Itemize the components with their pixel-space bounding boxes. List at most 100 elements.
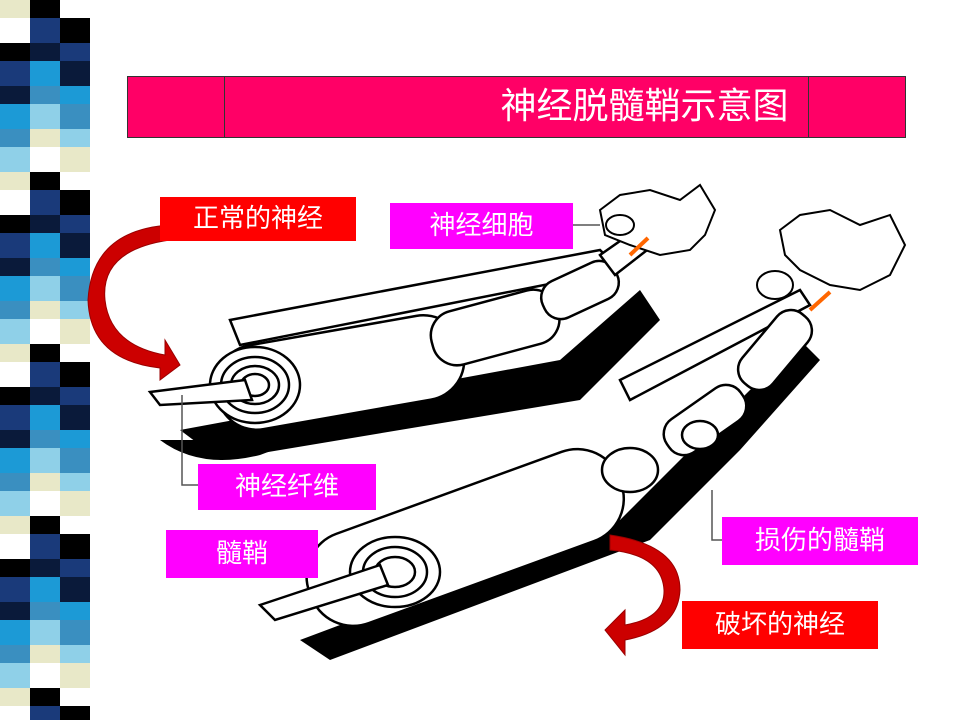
label-myelin: 髓鞘 (166, 530, 318, 578)
strip-block (0, 706, 30, 720)
strip-block (30, 448, 60, 473)
strip-block (30, 430, 60, 448)
title-divider (224, 77, 225, 137)
label-destroyed-nerve: 破坏的神经 (682, 601, 878, 649)
strip-block (60, 301, 90, 319)
strip-block (0, 645, 30, 663)
label-nerve-cell-text: 神经细胞 (429, 211, 534, 241)
strip-block (30, 706, 60, 720)
strip-block (30, 663, 60, 688)
strip-block (0, 534, 30, 559)
label-destroyed-nerve-text: 破坏的神经 (714, 610, 845, 640)
strip-block (30, 387, 60, 405)
damaged-nerve-cell-body (756, 208, 907, 312)
strip-block (30, 688, 60, 706)
strip-block (60, 559, 90, 577)
strip-block (60, 215, 90, 233)
strip-block (60, 129, 90, 147)
strip-block (0, 43, 30, 61)
strip-block (0, 344, 30, 362)
normal-nerve (147, 218, 662, 431)
normal-nerve-shadow-lower (160, 440, 300, 460)
strip-block (60, 172, 90, 190)
strip-block (60, 233, 90, 258)
strip-block (60, 104, 90, 129)
strip-block (30, 104, 60, 129)
strip-block (0, 688, 30, 706)
strip-block (0, 276, 30, 301)
strip-block (0, 190, 30, 215)
strip-block (30, 172, 60, 190)
strip-block (60, 86, 90, 104)
strip-block (60, 61, 90, 86)
label-damaged-myelin-text: 损伤的髓鞘 (754, 526, 885, 556)
strip-block (30, 559, 60, 577)
strip-block (30, 362, 60, 387)
arrow-destroyed-nerve-icon (604, 534, 681, 657)
strip-block (60, 258, 90, 276)
strip-block (0, 215, 30, 233)
strip-block (60, 362, 90, 387)
strip-block (60, 577, 90, 602)
strip-block (0, 663, 30, 688)
label-nerve-fiber: 神经纤维 (198, 464, 376, 510)
strip-block (60, 0, 90, 18)
strip-block (60, 344, 90, 362)
title-bar: 神经脱髓鞘示意图 (127, 76, 906, 138)
strip-block (0, 405, 30, 430)
strip-block (30, 0, 60, 18)
strip-block (0, 559, 30, 577)
damaged-nerve (257, 288, 814, 628)
leader-line (181, 395, 198, 486)
strip-block (0, 18, 30, 43)
strip-block (30, 344, 60, 362)
strip-block (30, 645, 60, 663)
strip-block (0, 577, 30, 602)
strip-block (0, 448, 30, 473)
strip-block (60, 620, 90, 645)
label-myelin-text: 髓鞘 (215, 539, 268, 569)
strip-block (30, 319, 60, 344)
strip-block (30, 301, 60, 319)
decorative-side-strip (0, 0, 108, 720)
strip-block (30, 61, 60, 86)
strip-block (60, 534, 90, 559)
strip-block (0, 61, 30, 86)
strip-block (30, 147, 60, 172)
label-normal-nerve-text: 正常的神经 (192, 204, 323, 234)
strip-block (0, 0, 30, 18)
strip-block (30, 516, 60, 534)
strip-block (30, 190, 60, 215)
label-damaged-myelin: 损伤的髓鞘 (722, 517, 918, 565)
strip-block (30, 620, 60, 645)
arrow-normal-nerve-icon (87, 224, 181, 381)
strip-block (60, 387, 90, 405)
strip-block (0, 233, 30, 258)
strip-block (60, 147, 90, 172)
strip-block (30, 129, 60, 147)
nerve-cell-body (598, 183, 717, 257)
strip-block (30, 233, 60, 258)
strip-block (60, 276, 90, 301)
label-nerve-cell: 神经细胞 (390, 203, 573, 249)
strip-block (0, 491, 30, 516)
strip-block (0, 172, 30, 190)
strip-block (0, 430, 30, 448)
strip-block (30, 215, 60, 233)
strip-block (0, 362, 30, 387)
strip-block (60, 516, 90, 534)
strip-block (30, 18, 60, 43)
strip-block (60, 645, 90, 663)
strip-block (30, 534, 60, 559)
strip-block (60, 473, 90, 491)
strip-block (60, 405, 90, 430)
strip-block (30, 86, 60, 104)
strip-block (0, 602, 30, 620)
strip-block (60, 430, 90, 448)
strip-block (60, 18, 90, 43)
strip-block (30, 258, 60, 276)
strip-block (60, 491, 90, 516)
strip-block (60, 190, 90, 215)
strip-block (0, 620, 30, 645)
strip-block (30, 276, 60, 301)
